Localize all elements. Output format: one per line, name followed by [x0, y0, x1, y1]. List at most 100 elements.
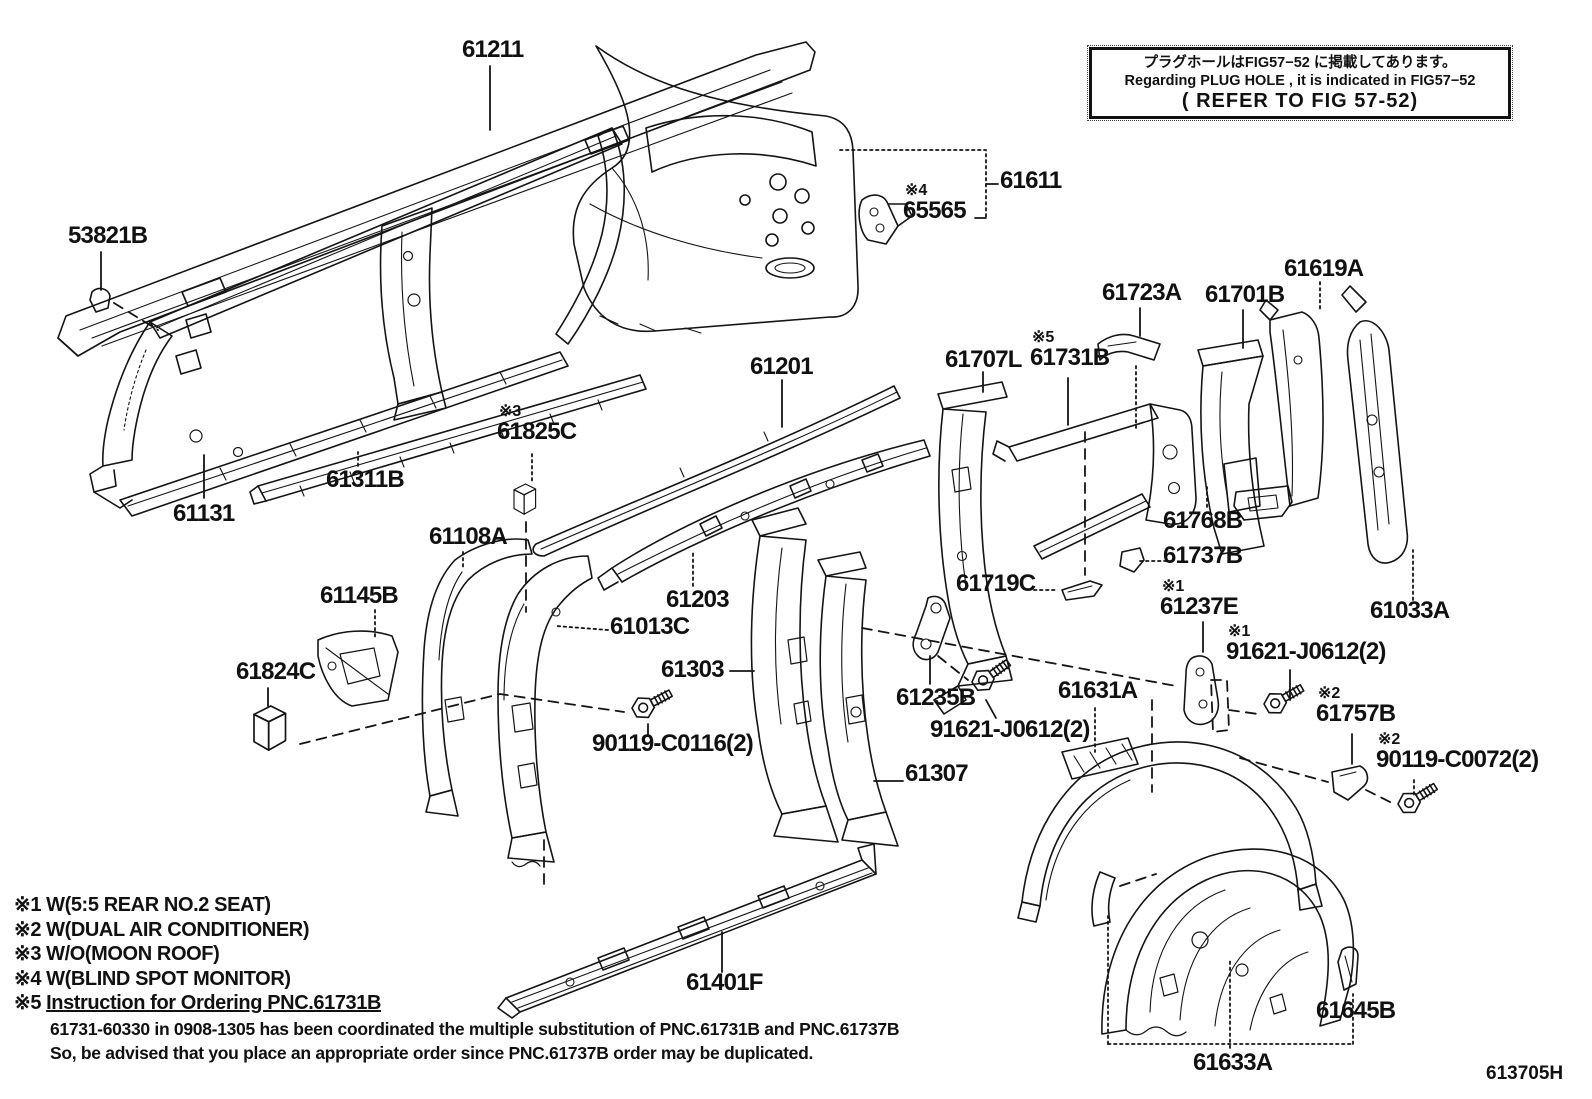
- part-number-text: 61033A: [1370, 597, 1450, 624]
- wheel-house-outer-61631A: [1017, 737, 1323, 923]
- part-label-61211[interactable]: 61211: [462, 36, 524, 63]
- part-label-61203[interactable]: 61203: [666, 586, 730, 613]
- part-label-61131[interactable]: 61131: [173, 500, 235, 527]
- part-label-61235B[interactable]: 61235B: [896, 685, 976, 710]
- center-body-pillar-61303: [750, 507, 839, 843]
- part-number-text: 61203: [666, 586, 730, 613]
- note-text: W(DUAL AIR CONDITIONER): [46, 918, 310, 941]
- gusset-61145B: [317, 630, 399, 707]
- ordering-instruction-line-2: So, be advised that you place an appropr…: [50, 1042, 814, 1063]
- part-number-text: 61401F: [686, 969, 763, 996]
- wheel-house-inner-61633A: [1091, 848, 1355, 1037]
- part-label-53821B[interactable]: 53821B: [68, 223, 148, 248]
- quarter-panel-rear-inner-61033A: [1341, 285, 1409, 564]
- part-label-61645B[interactable]: 61645B: [1316, 997, 1396, 1024]
- part-label-91621-J0612(2)[interactable]: 91621-J0612(2): [930, 716, 1090, 743]
- part-label-61719C[interactable]: 61719C: [956, 570, 1036, 597]
- part-number-text: 61211: [462, 36, 524, 63]
- part-number-text: 61131: [173, 500, 235, 527]
- info-box-english-line: Regarding PLUG HOLE , it is indicated in…: [1124, 73, 1476, 89]
- front-pillar-inner-61108A: [421, 538, 533, 817]
- part-number-text: 61723A: [1102, 279, 1182, 306]
- part-number-text: 61633A: [1193, 1049, 1273, 1076]
- part-label-note-mark: ※4: [905, 182, 928, 199]
- part-number-text: 61201: [750, 353, 814, 380]
- part-number-text: 61645B: [1316, 997, 1396, 1024]
- part-label-61307[interactable]: 61307: [905, 760, 969, 787]
- part-number-text: 61611: [1000, 167, 1062, 194]
- part-label-90119-C0116(2)[interactable]: 90119-C0116(2): [592, 730, 754, 757]
- part-number-text: 61237E: [1160, 593, 1239, 621]
- pin-61719C: [1061, 580, 1103, 601]
- rocker-panel-61311B: [249, 374, 647, 505]
- rocker-panel-outer-61401F: [497, 843, 877, 1019]
- part-number-text: 61707L: [945, 346, 1022, 373]
- part-label-61201[interactable]: 61201: [750, 353, 814, 380]
- plug-hole-info-box: プラグホールはFIG57−52 に掲載してあります。 Regarding PLU…: [1087, 45, 1513, 121]
- quarter-pillar-sub-assembly-61731B: [992, 403, 1197, 560]
- quarter-pillar-inner-61701B: [1197, 339, 1265, 555]
- part-label-61611[interactable]: 61611: [1000, 167, 1062, 194]
- figure-number: 613705H: [1486, 1063, 1564, 1084]
- part-number-text: 61701B: [1205, 281, 1285, 308]
- part-number-text: 61757B: [1316, 700, 1396, 728]
- quarter-pillar-reinforcement-61619A: [1259, 299, 1324, 507]
- part-label-61619A[interactable]: 61619A: [1284, 256, 1364, 281]
- part-number-text: 65565: [903, 197, 967, 225]
- note-mark: ※2: [14, 918, 42, 941]
- part-number-text: 90119-C0116(2): [592, 730, 754, 757]
- note-text: Instruction for Ordering PNC.61731B: [46, 992, 382, 1015]
- part-label-61145B[interactable]: 61145B: [320, 583, 399, 608]
- part-label-61303[interactable]: 61303: [661, 657, 725, 682]
- part-label-61723A[interactable]: 61723A: [1102, 279, 1182, 306]
- latch-61757B: [1331, 765, 1369, 801]
- part-label-61311B[interactable]: 61311B: [326, 467, 405, 492]
- part-label-note-mark: ※2: [1378, 731, 1401, 748]
- part-label-61824C[interactable]: 61824C: [236, 659, 316, 684]
- part-label-61631A[interactable]: 61631A: [1058, 677, 1138, 704]
- anchor-bracket-61237E: [1183, 655, 1220, 726]
- note-mark: ※1: [14, 894, 42, 916]
- part-label-61701B[interactable]: 61701B: [1205, 281, 1285, 308]
- part-label-61707L[interactable]: 61707L: [945, 346, 1022, 373]
- part-label-61033A[interactable]: 61033A: [1370, 597, 1450, 624]
- part-number-text: 61737B: [1163, 542, 1243, 569]
- part-number-text: 61631A: [1058, 677, 1138, 704]
- part-label-note-mark: ※2: [1318, 685, 1341, 702]
- part-label-61633A[interactable]: 61633A: [1193, 1049, 1273, 1076]
- center-body-pillar-61307: [817, 551, 899, 847]
- part-label-61768B[interactable]: 61768B: [1163, 507, 1243, 534]
- part-label-61737B[interactable]: 61737B: [1163, 542, 1243, 569]
- part-number-text: 61719C: [956, 570, 1036, 597]
- clip-61737B: [1119, 547, 1145, 573]
- part-label-note-mark: ※1: [1162, 578, 1185, 595]
- part-number-text: 61825C: [497, 418, 577, 446]
- part-number-text: 61108A: [429, 523, 508, 550]
- link-61235B: [912, 595, 951, 661]
- part-number-text: 61013C: [610, 613, 690, 640]
- part-label-61401F[interactable]: 61401F: [686, 969, 763, 996]
- ordering-instruction-line-1: 61731-60330 in 0908-1305 has been coordi…: [50, 1019, 900, 1039]
- clip-53821B: [89, 287, 111, 313]
- part-number-text: 91621-J0612(2): [930, 716, 1090, 743]
- ordering-instruction-text: 61731-60330 in 0908-1305 has been coordi…: [50, 1018, 900, 1065]
- part-label-61013C[interactable]: 61013C: [610, 613, 690, 640]
- part-number-text: 61307: [905, 760, 969, 787]
- leader-lines-dotted: [357, 149, 1415, 1049]
- quarter-lock-pillar-61707L: [933, 381, 1013, 715]
- part-label-61108A[interactable]: 61108A: [429, 523, 508, 550]
- part-number-text: 61768B: [1163, 507, 1243, 534]
